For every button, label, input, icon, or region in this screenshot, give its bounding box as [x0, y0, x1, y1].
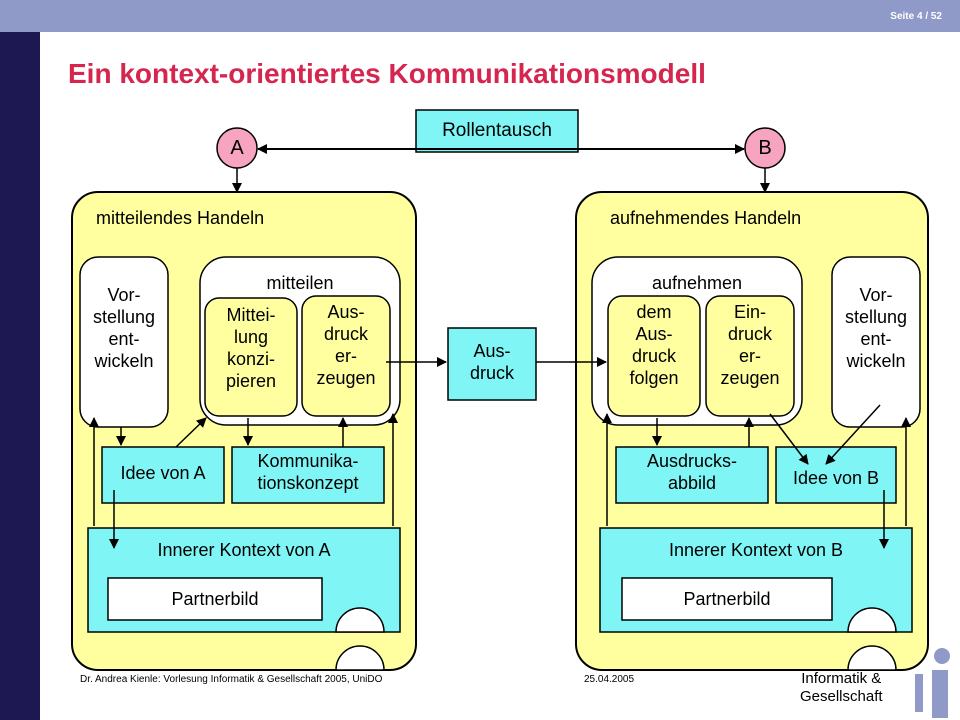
left-semicircle-bottom [335, 645, 385, 671]
left-section-label: mitteilendes Handeln [96, 208, 265, 228]
right-semicircle-top [847, 607, 897, 633]
center-ausdruck-box [447, 327, 537, 401]
idee-a-box [101, 446, 225, 504]
right-partnerbild-label: Partnerbild [683, 589, 771, 609]
eindruck-erzeugen-box [705, 295, 795, 417]
footer-brand: Informatik &Gesellschaft [800, 670, 883, 705]
right-semicircle-bottom [847, 645, 897, 671]
mitteilung-box [204, 297, 298, 417]
left-partnerbild-box [107, 577, 323, 621]
ausdrucksabbild-label: Ausdrucks-abbild [646, 451, 738, 493]
left-bar [0, 32, 40, 720]
node-b-label: B [758, 137, 772, 159]
right-context-label: Innerer Kontext von B [668, 540, 844, 560]
kommunikationskonzept-label: Kommunika-tionskonzept [257, 451, 359, 493]
informatik-gesellschaft-logo [915, 648, 950, 718]
idee-b-box [775, 446, 897, 504]
left-semicircle-top [335, 607, 385, 633]
ausdruck-folgen-box [607, 295, 701, 417]
right-section-label: aufnehmendes Handeln [610, 208, 802, 228]
page-number: Seite 4 / 52 [890, 11, 942, 22]
left-context-label: Innerer Kontext von A [157, 540, 331, 560]
left-partnerbild-label: Partnerbild [171, 589, 259, 609]
idee-b-label: Idee von B [792, 468, 880, 488]
ausdruck-erzeugen-box [301, 295, 391, 417]
footer-date: 25.04.2005 [584, 674, 635, 685]
ausdrucksabbild-box [615, 446, 769, 504]
aufnehmen-label: aufnehmen [651, 273, 743, 293]
vorstellung-to-idee-b-arrow [825, 404, 881, 465]
center-ausdruck-label: Aus-druck [469, 341, 514, 383]
idee-to-mitteilen-arrow [175, 417, 207, 448]
mitteilen-label: mitteilen [266, 273, 334, 293]
top-bar [0, 0, 960, 32]
idee-a-label: Idee von A [120, 463, 206, 483]
right-partnerbild-box [621, 577, 833, 621]
slide-title: Ein kontext-orientiertes Kommunikationsm… [68, 58, 706, 89]
kommunikationskonzept-box [231, 446, 385, 504]
footer-author: Dr. Andrea Kienle: Vorlesung Informatik … [80, 674, 383, 685]
eindruck-to-idee-arrow [769, 413, 809, 465]
right-vorstellung-box [831, 256, 921, 428]
rollentausch-label: Rollentausch [442, 120, 552, 141]
left-vorstellung-box [79, 256, 169, 428]
node-a-label: A [230, 137, 244, 159]
